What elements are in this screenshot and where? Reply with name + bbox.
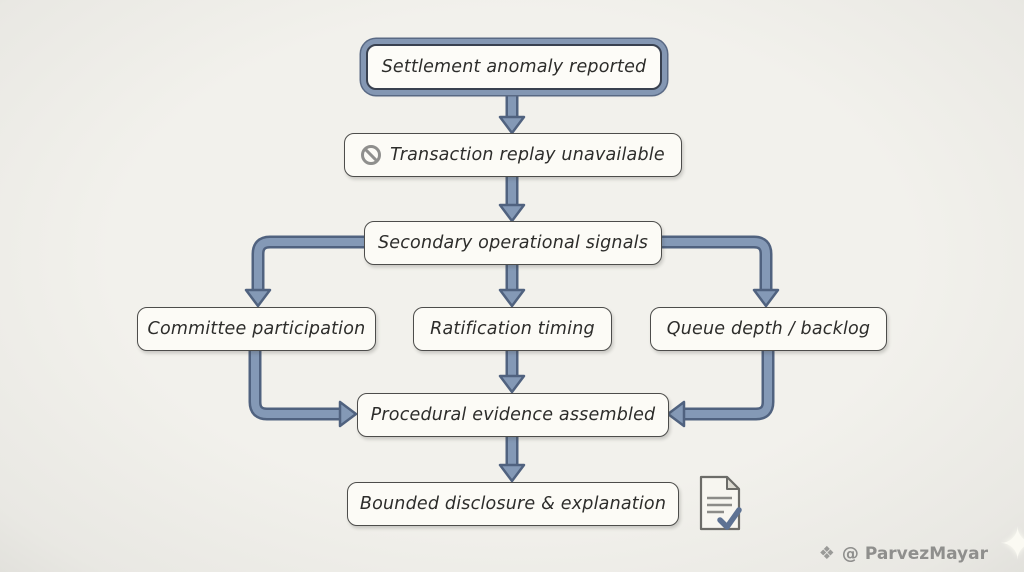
arrow-signals-to-committee — [244, 235, 364, 308]
node-queue-depth-backlog: Queue depth / backlog — [650, 307, 887, 351]
arrow-signals-to-queue — [660, 235, 780, 308]
arrow-queue-to-evidence — [666, 349, 775, 428]
node-secondary-operational-signals: Secondary operational signals — [364, 221, 662, 265]
prohibited-icon — [361, 145, 382, 165]
node-label: Transaction replay unavailable — [390, 145, 665, 165]
watermark: ❖ @ ParvezMayar — [819, 543, 988, 564]
arrow-replay-to-signals — [498, 175, 526, 223]
node-settlement-anomaly-reported: Settlement anomaly reported — [366, 44, 662, 90]
arrow-settlement-to-replay — [498, 87, 526, 135]
document-check-icon — [699, 475, 742, 531]
arrow-evidence-to-disclosure — [498, 435, 526, 483]
node-label: Ratification timing — [430, 319, 595, 339]
node-label: Bounded disclosure & explanation — [359, 494, 667, 514]
node-label: Committee participation — [147, 319, 366, 339]
node-label: Procedural evidence assembled — [370, 405, 656, 425]
node-ratification-timing: Ratification timing — [413, 307, 612, 351]
node-bounded-disclosure-explanation: Bounded disclosure & explanation — [347, 482, 679, 526]
node-label: Queue depth / backlog — [666, 319, 871, 339]
node-procedural-evidence-assembled: Procedural evidence assembled — [357, 393, 669, 437]
node-label: Settlement anomaly reported — [381, 57, 647, 77]
watermark-handle: @ ParvezMayar — [841, 543, 988, 564]
arrow-ratification-to-evidence — [498, 349, 526, 394]
node-transaction-replay-unavailable: Transaction replay unavailable — [344, 133, 682, 177]
sparkle-icon: ✦ — [999, 519, 1024, 570]
arrow-signals-to-ratification — [498, 263, 526, 308]
arrow-committee-to-evidence — [248, 349, 358, 428]
node-label: Secondary operational signals — [377, 233, 649, 253]
node-committee-participation: Committee participation — [137, 307, 376, 351]
diamond-icon: ❖ — [818, 543, 835, 564]
